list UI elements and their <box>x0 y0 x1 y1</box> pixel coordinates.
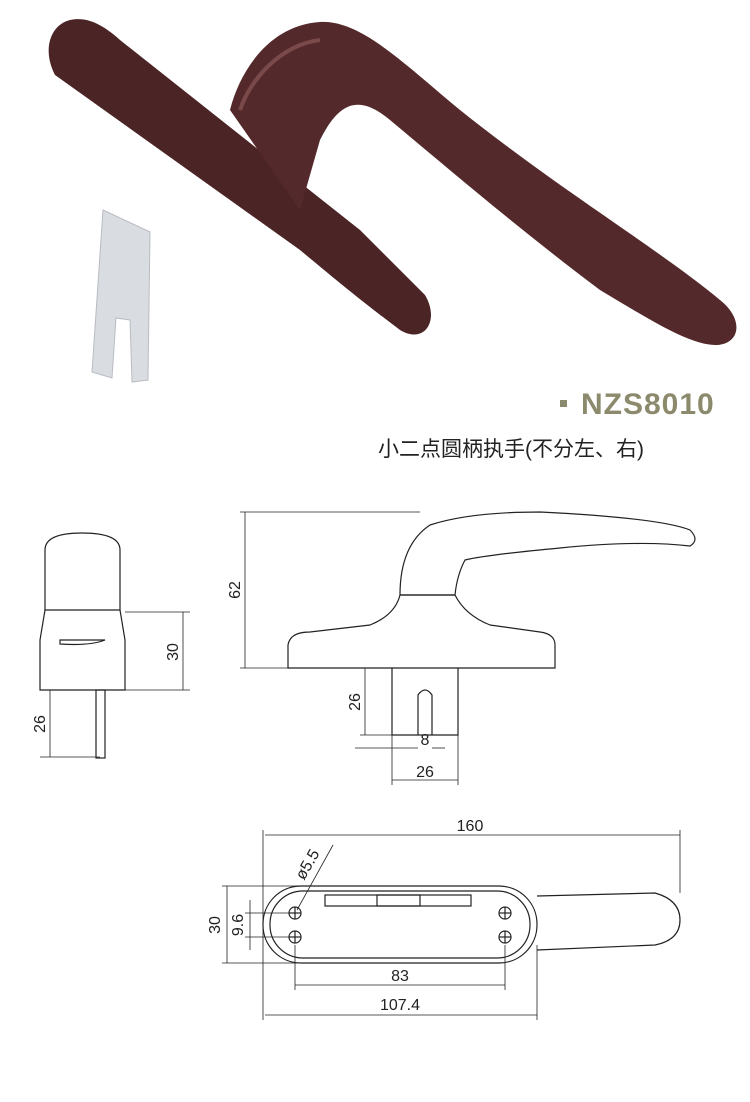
top-hole-spacing-dim: 9.6 <box>230 914 247 936</box>
front-spindle-length-dim: 26 <box>347 693 364 711</box>
front-height-dim: 62 <box>227 581 244 599</box>
handle-lever <box>230 21 737 346</box>
bullet-icon <box>560 399 567 407</box>
top-view-drawing <box>222 830 681 1020</box>
side-view-drawing <box>39 532 190 759</box>
model-number-text: NZS8010 <box>581 388 715 421</box>
top-hole-diameter-dim: ø5.5 <box>293 847 324 883</box>
side-height-dim: 30 <box>165 643 182 661</box>
spindle-plate <box>91 209 151 383</box>
model-number: NZS8010 <box>560 388 715 422</box>
screw-holes <box>288 906 512 944</box>
top-hole-distance-dim: 83 <box>391 968 409 985</box>
front-view-drawing <box>240 511 696 785</box>
front-spindle-width-dim: 26 <box>416 764 434 781</box>
front-slot-dim: 8 <box>421 732 430 749</box>
product-description: 小二点圆柄执手(不分左、右) <box>378 438 644 461</box>
side-spindle-dim: 26 <box>32 715 49 733</box>
top-base-length-dim: 107.4 <box>380 997 420 1014</box>
top-base-width-dim: 30 <box>207 916 224 934</box>
handle-base <box>48 19 431 335</box>
top-total-length-dim: 160 <box>457 818 484 835</box>
handle-photo <box>48 19 737 383</box>
